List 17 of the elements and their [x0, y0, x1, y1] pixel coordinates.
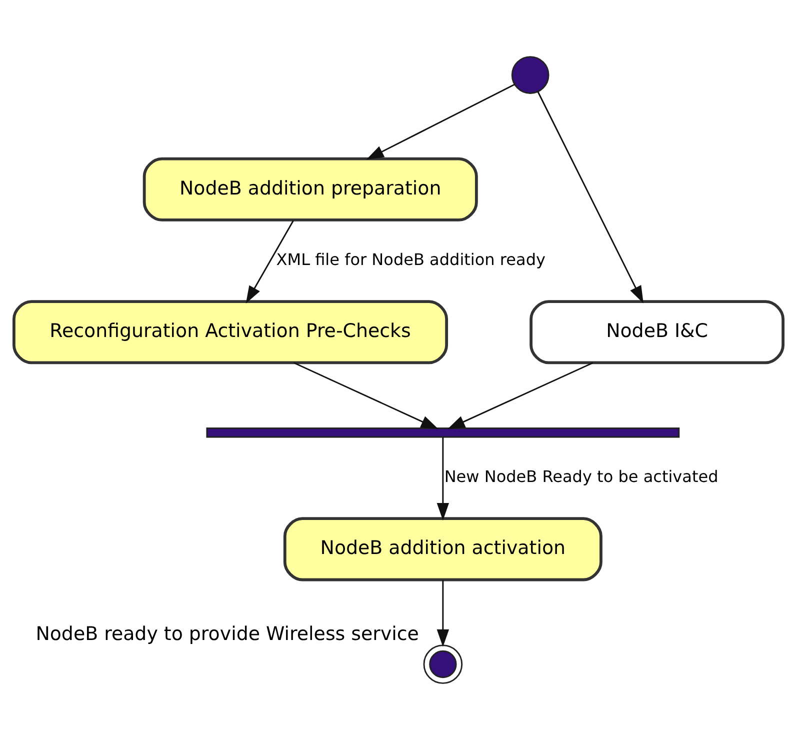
arrow	[436, 580, 450, 647]
arrow	[537, 91, 644, 304]
node-circle	[511, 56, 550, 94]
arrow	[447, 362, 594, 430]
node-box: NodeB addition activation	[283, 517, 602, 582]
edge-label: XML file for NodeB addition ready	[276, 250, 546, 269]
node-label: NodeB ready to provide Wireless service	[36, 623, 419, 646]
node-bar	[206, 428, 680, 438]
arrow	[246, 220, 294, 304]
node-box: NodeB I&C	[530, 300, 784, 364]
edge-label: New NodeB Ready to be activated	[444, 466, 718, 486]
node-box: Reconfiguration Activation Pre-Checks	[12, 300, 448, 364]
node-circle	[423, 644, 463, 684]
node-box: NodeB addition preparation	[142, 157, 478, 222]
arrow	[366, 84, 515, 160]
arrow	[294, 362, 438, 430]
arrow	[436, 437, 450, 520]
